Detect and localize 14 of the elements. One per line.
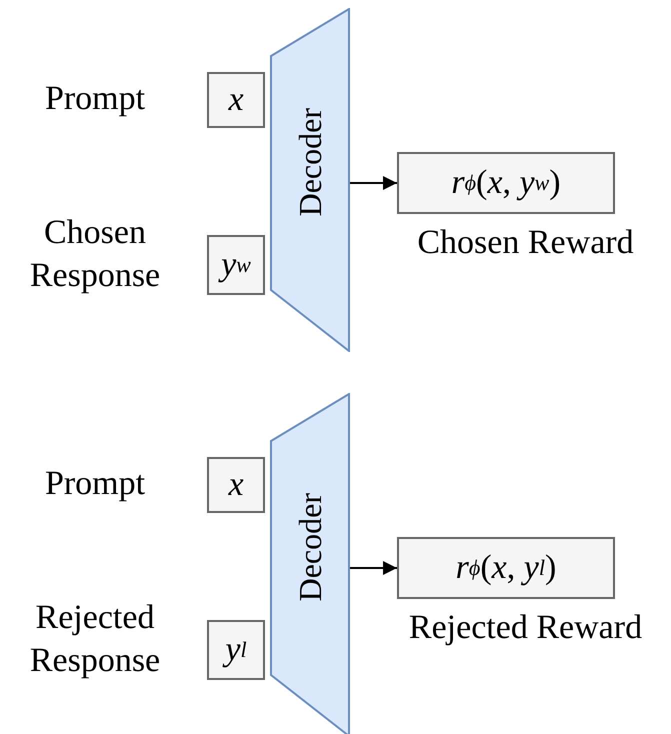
input-caption: Rejected Response xyxy=(28,598,162,680)
arrow xyxy=(350,176,397,190)
input-caption: Prompt xyxy=(44,79,146,119)
input-box: x xyxy=(207,457,265,513)
decoder-trapezoid xyxy=(270,393,350,734)
decoder-trapezoid xyxy=(270,8,350,352)
input-box: x xyxy=(207,72,265,128)
output-caption: Chosen Reward xyxy=(416,223,635,263)
decoder-label: Decoder xyxy=(292,493,329,602)
arrow xyxy=(350,561,397,575)
output-caption: Rejected Reward xyxy=(408,608,644,648)
input-caption: Prompt xyxy=(44,464,146,504)
input-caption: Chosen Response xyxy=(28,213,162,296)
decoder-label: Decoder xyxy=(292,108,329,216)
